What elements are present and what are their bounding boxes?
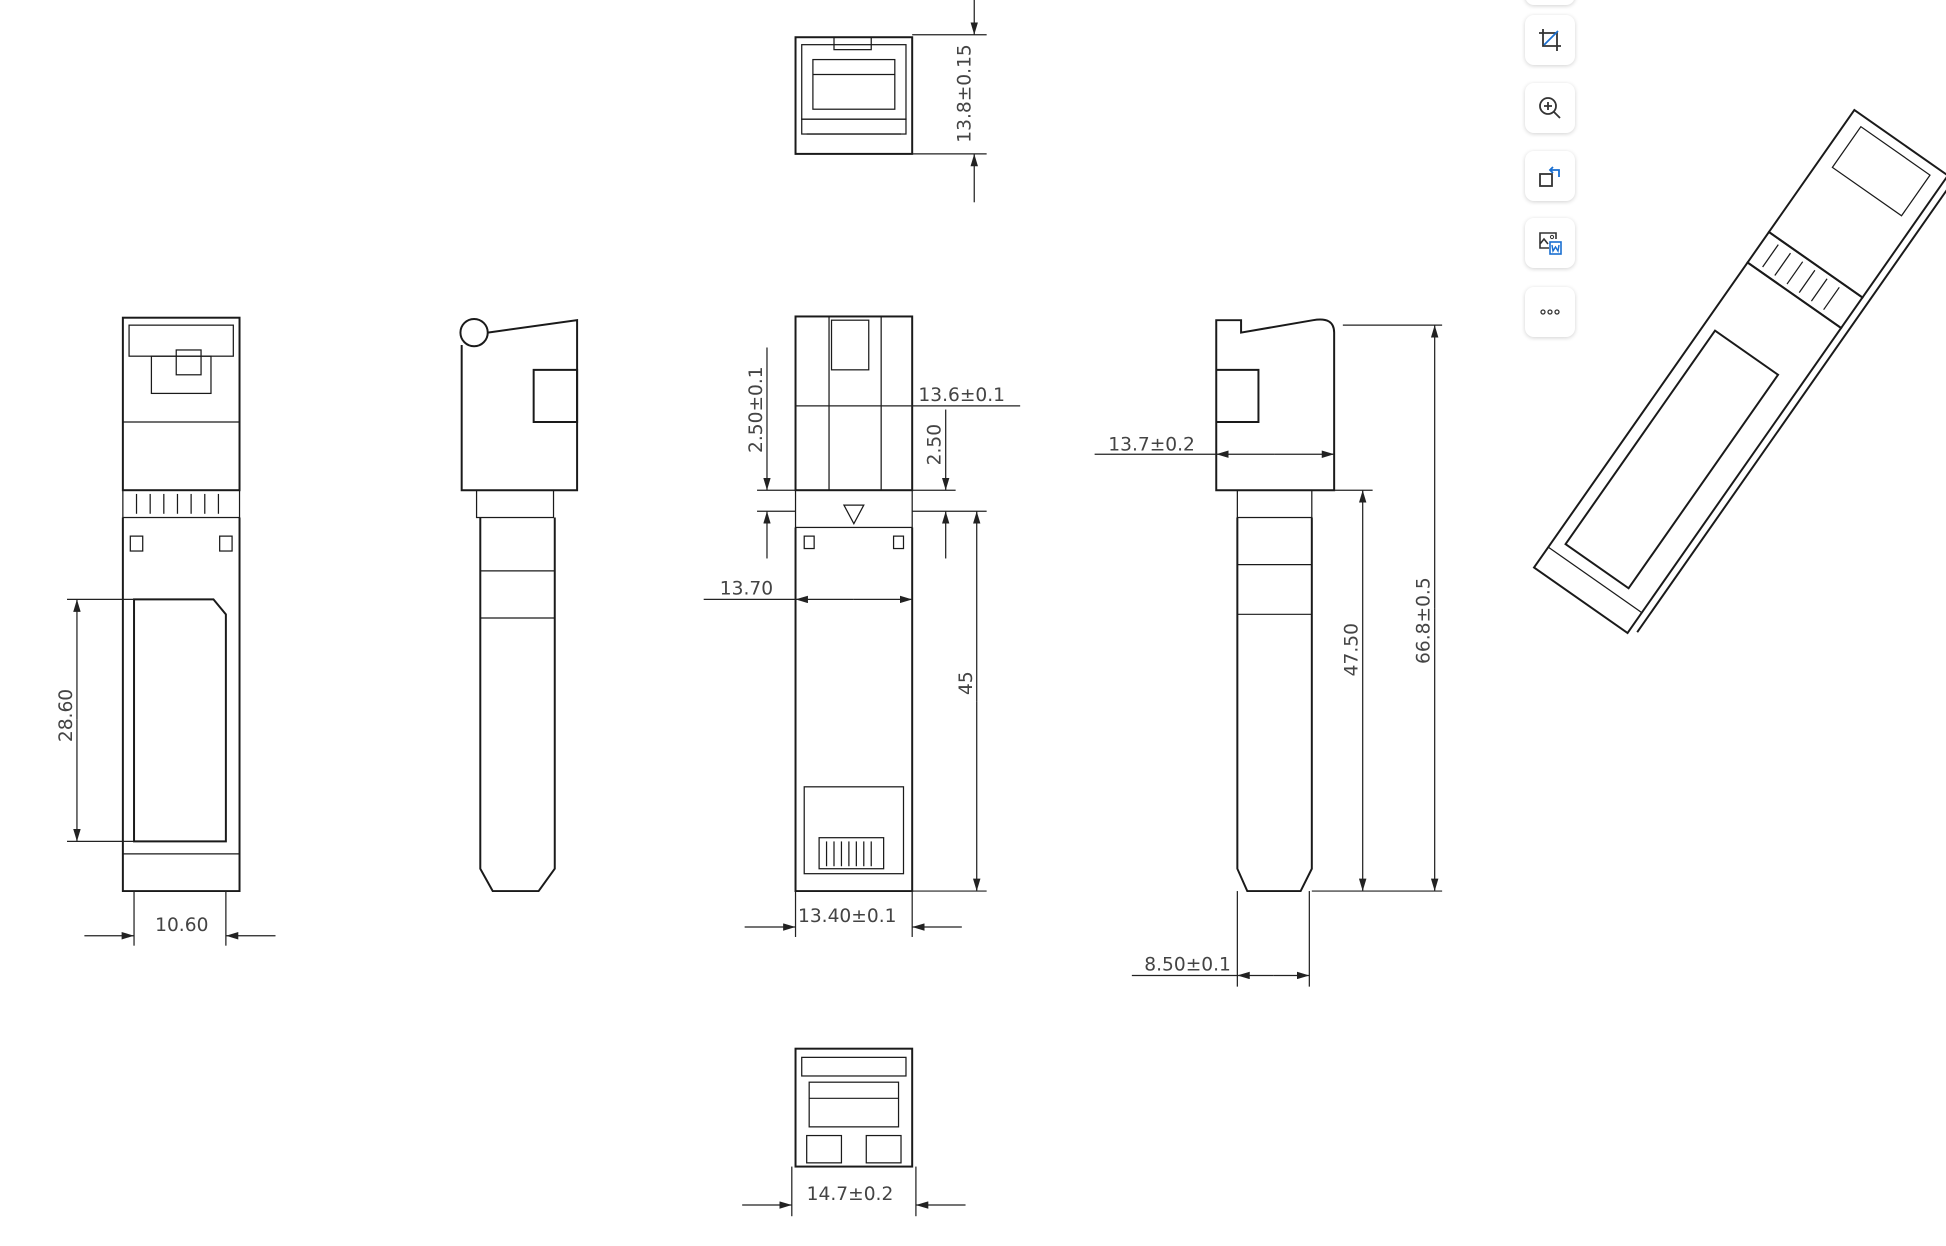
dim-center-latch-right: 2.50 — [925, 424, 946, 465]
more-button[interactable] — [1525, 287, 1575, 337]
side-view-right: 13.7±0.2 47.50 66.8±0.5 8.50±0.1 — [1094, 318, 1443, 987]
dim-center-body-length: 45 — [956, 671, 977, 695]
dim-top-height: 13.8±0.15 — [955, 44, 976, 142]
dim-center-latch-left: 2.50±0.1 — [746, 366, 767, 453]
center-view: 2.50±0.1 13.6±0.1 2.50 13.70 45 13.40±0.… — [703, 315, 1021, 937]
rotate-icon — [1539, 166, 1560, 187]
dim-side-head-width: 13.7±0.2 — [1108, 434, 1195, 455]
image-to-word-button[interactable] — [1525, 218, 1575, 268]
crop-button[interactable] — [1525, 15, 1575, 65]
dim-center-body-width: 13.70 — [720, 578, 773, 599]
front-view: 28.60 10.60 — [56, 316, 276, 946]
dim-bottom-width: 14.7±0.2 — [807, 1184, 894, 1205]
bottom-view: 14.7±0.2 — [742, 1047, 966, 1217]
dim-front-window-width: 10.60 — [155, 915, 208, 936]
toolbar-button-partial[interactable] — [1525, 0, 1575, 5]
dim-side-total-length: 66.8±0.5 — [1414, 577, 1435, 664]
dim-center-head-width: 13.6±0.1 — [918, 385, 1005, 406]
isometric-view — [1532, 108, 1946, 635]
side-view-left — [459, 317, 579, 893]
zoom-in-icon — [1539, 97, 1561, 119]
dim-front-window-height: 28.60 — [56, 689, 77, 742]
rotate-button[interactable] — [1525, 151, 1575, 201]
dim-center-bottom-width: 13.40±0.1 — [798, 906, 896, 927]
crop-icon — [1539, 29, 1561, 51]
image-to-word-icon — [1539, 232, 1562, 255]
dim-side-body-thickness: 8.50±0.1 — [1144, 954, 1231, 975]
top-view: 13.8±0.15 — [794, 0, 987, 203]
zoom-in-button[interactable] — [1525, 83, 1575, 133]
more-icon — [1540, 309, 1560, 315]
dim-side-body-length: 47.50 — [1342, 623, 1363, 676]
